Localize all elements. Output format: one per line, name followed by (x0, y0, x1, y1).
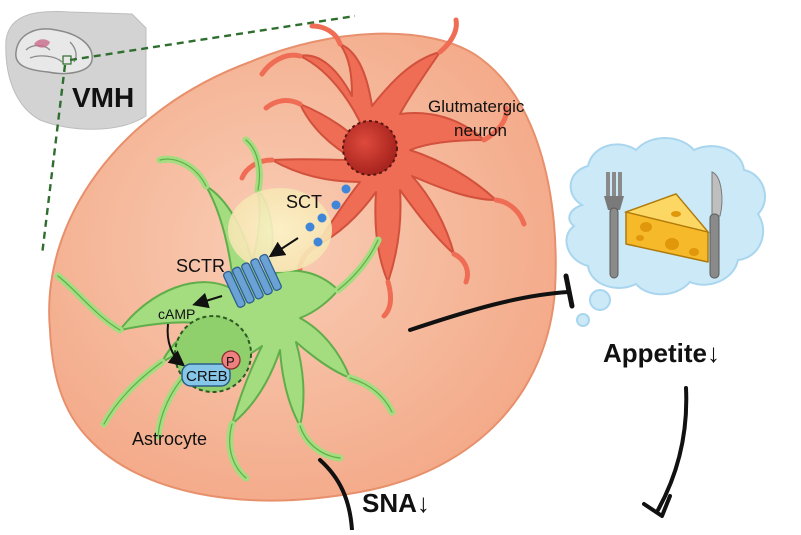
creb-label: CREB (186, 368, 228, 385)
appetite-arrowhead (642, 494, 672, 518)
synaptic-space (228, 188, 332, 272)
sna-label: SNA↓ (362, 488, 430, 518)
sna-line (318, 458, 354, 532)
astrocyte (54, 136, 396, 482)
neuron-label-line2: neuron (454, 121, 507, 140)
glutamatergic-neuron (239, 17, 527, 319)
camp-label: cAMP (158, 306, 195, 322)
camp-arrow (192, 292, 223, 309)
phosphate-icon (221, 350, 241, 370)
sct-label: SCT (286, 192, 322, 212)
cheese-icon (623, 193, 710, 263)
neuron-nucleus (342, 120, 398, 176)
inhibition-bar (563, 273, 575, 309)
fork-icon (604, 172, 624, 279)
secretin-dots (305, 184, 351, 247)
creb-arrow (166, 323, 186, 367)
appetite-label: Appetite↓ (603, 338, 720, 368)
knife-icon (709, 171, 723, 279)
mouse-brain-icon (5, 10, 147, 130)
inhibition-line (408, 290, 570, 332)
vmh-label: VMH (72, 82, 134, 113)
sctr-receptor-icon (222, 253, 282, 308)
sct-arrow (268, 237, 299, 258)
creb-box (181, 363, 231, 387)
astrocyte-label: Astrocyte (132, 429, 207, 449)
zoom-dashed-lines (40, 14, 356, 256)
phospho-label: P (226, 354, 235, 369)
sctr-label: SCTR (176, 256, 225, 276)
neuron-label-line1: Glutmatergic (428, 97, 525, 116)
appetite-arrow (656, 386, 689, 512)
